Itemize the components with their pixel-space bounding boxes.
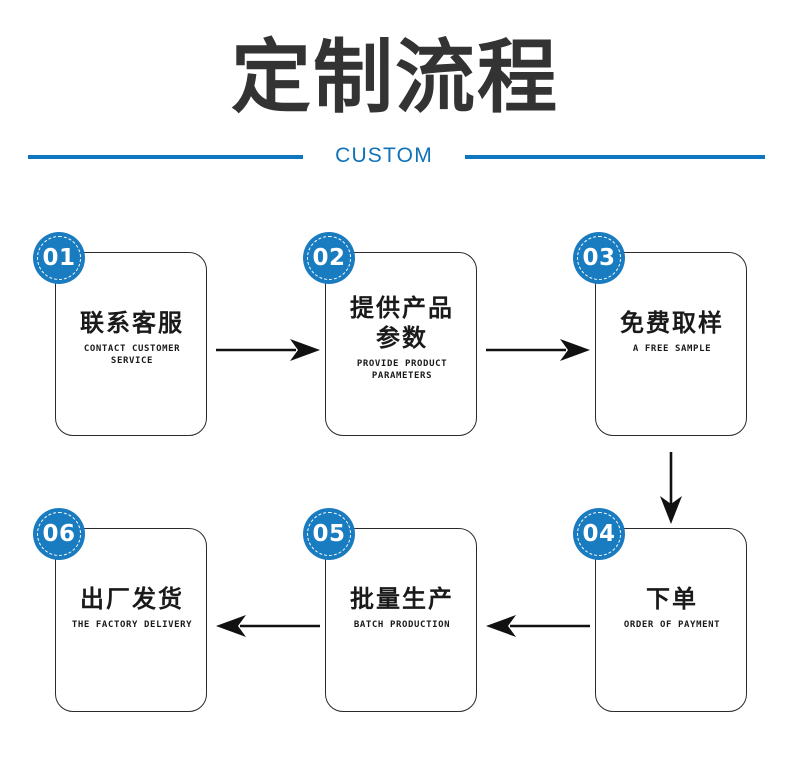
flow-step-06-title-cn: 出厂发货 <box>80 585 184 613</box>
arrow-right-icon-step1-step2 <box>216 339 320 361</box>
flow-step-04-number: 04 <box>582 521 616 547</box>
flow-step-06-badge: 06 <box>33 508 85 560</box>
arrow-left-icon-step5-step6 <box>216 615 320 637</box>
dashed-ring-icon <box>307 512 351 556</box>
subtitle-row: CUSTOM <box>0 141 790 171</box>
dashed-ring-icon <box>577 512 621 556</box>
flow-step-05-badge: 05 <box>303 508 355 560</box>
flow-step-04-title-cn: 下单 <box>646 585 698 613</box>
flow-step-01-number: 01 <box>42 245 76 271</box>
flow-step-02-number: 02 <box>312 245 346 271</box>
flow-step-04-badge: 04 <box>573 508 625 560</box>
header: 定制流程 CUSTOM <box>0 0 790 190</box>
flow-step-06[interactable]: 出厂发货 THE FACTORY DELIVERY <box>55 528 207 712</box>
flow-step-02-text: 提供产品 参数 PROVIDE PRODUCT PARAMETERS <box>326 293 478 382</box>
flow-step-03[interactable]: 免费取样 A FREE SAMPLE <box>595 252 747 436</box>
divider-line-left <box>28 155 303 159</box>
flow-step-05-title-en: BATCH PRODUCTION <box>353 620 451 630</box>
flow-step-01-badge: 01 <box>33 232 85 284</box>
flow-step-04[interactable]: 下单 ORDER OF PAYMENT <box>595 528 747 712</box>
dashed-ring-icon <box>307 236 351 280</box>
flow-step-03-badge: 03 <box>573 232 625 284</box>
flow-step-06-number: 06 <box>42 521 76 547</box>
flow-step-02-title-en: PROVIDE PRODUCT PARAMETERS <box>356 359 448 381</box>
flow-step-01-text: 联系客服 CONTACT CUSTOMER SERVICE <box>56 308 208 367</box>
flow-step-06-text: 出厂发货 THE FACTORY DELIVERY <box>56 584 208 631</box>
flow-step-05-number: 05 <box>312 521 346 547</box>
flow-step-02-title-cn: 提供产品 参数 <box>350 294 454 352</box>
flow-step-02-badge: 02 <box>303 232 355 284</box>
dashed-ring-icon <box>577 236 621 280</box>
flow-step-03-title-cn: 免费取样 <box>620 309 724 337</box>
page-title: 定制流程 <box>231 31 559 124</box>
flow-step-03-title-en: A FREE SAMPLE <box>632 344 712 354</box>
arrow-right-icon-step2-step3 <box>486 339 590 361</box>
page-subtitle: CUSTOM <box>335 144 433 167</box>
flow-step-01-title-cn: 联系客服 <box>80 309 184 337</box>
dashed-ring-icon <box>37 236 81 280</box>
flow-step-01-title-en: CONTACT CUSTOMER SERVICE <box>83 344 181 366</box>
flow-step-05-title-cn: 批量生产 <box>350 585 454 613</box>
flow-step-04-text: 下单 ORDER OF PAYMENT <box>596 584 748 631</box>
flow-step-01[interactable]: 联系客服 CONTACT CUSTOMER SERVICE <box>55 252 207 436</box>
dashed-ring-icon <box>37 512 81 556</box>
flow-step-03-text: 免费取样 A FREE SAMPLE <box>596 308 748 355</box>
flow-step-05-text: 批量生产 BATCH PRODUCTION <box>326 584 478 631</box>
flow-step-03-number: 03 <box>582 245 616 271</box>
arrow-down-icon-step3-step4 <box>660 452 682 524</box>
flow-step-02[interactable]: 提供产品 参数 PROVIDE PRODUCT PARAMETERS <box>325 252 477 436</box>
flow-step-06-title-en: THE FACTORY DELIVERY <box>71 620 193 630</box>
flow-step-04-title-en: ORDER OF PAYMENT <box>623 620 721 630</box>
flow-step-05[interactable]: 批量生产 BATCH PRODUCTION <box>325 528 477 712</box>
divider-line-right <box>465 155 765 159</box>
arrow-left-icon-step4-step5 <box>486 615 590 637</box>
